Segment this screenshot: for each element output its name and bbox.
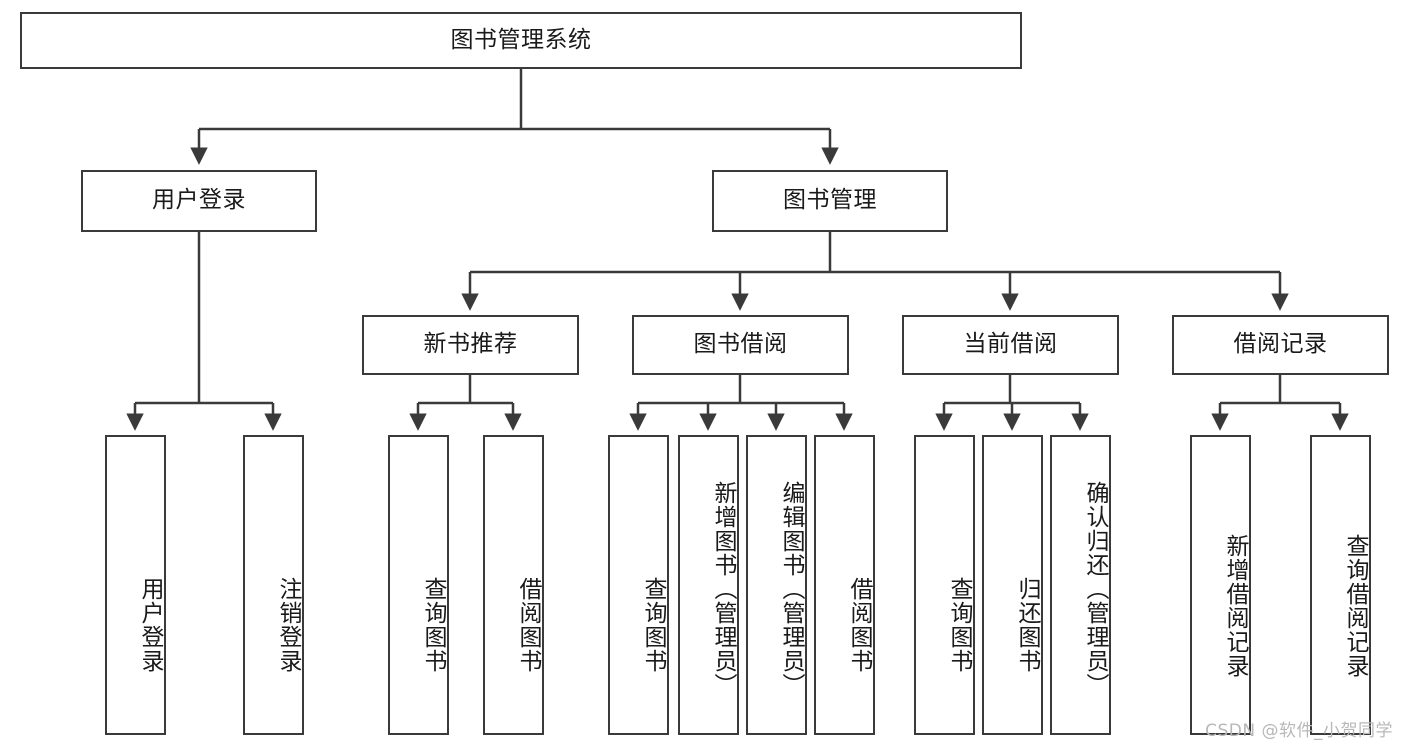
leaf-query-book-newbook[interactable]: 查询图书 <box>388 435 449 735</box>
leaf-query-book-newbook-label: 查询图书 <box>420 577 446 673</box>
leaf-add-borrow-record[interactable]: 新增借阅记录 <box>1190 435 1251 735</box>
leaf-query-book-borrow-label: 查询图书 <box>640 577 666 673</box>
leaf-query-book-borrow[interactable]: 查询图书 <box>608 435 669 735</box>
leaf-query-book-current[interactable]: 查询图书 <box>914 435 975 735</box>
leaf-return-book-label: 归还图书 <box>1014 577 1040 673</box>
node-user-login[interactable]: 用户登录 <box>81 170 317 232</box>
node-user-login-label: 用户登录 <box>152 187 246 214</box>
leaf-add-borrow-record-label: 新增借阅记录 <box>1222 534 1248 678</box>
leaf-borrow-book-newbook-label: 借阅图书 <box>515 577 541 673</box>
node-current-borrow-label: 当前借阅 <box>963 331 1058 358</box>
leaf-query-borrow-record-label: 查询借阅记录 <box>1342 534 1368 678</box>
leaf-borrow-book[interactable]: 借阅图书 <box>814 435 875 735</box>
leaf-confirm-return-admin-label: 确认归还（管理员） <box>1082 481 1108 697</box>
node-book-borrow-label: 图书借阅 <box>693 331 788 358</box>
node-book-management-label: 图书管理 <box>783 187 877 214</box>
node-borrow-records[interactable]: 借阅记录 <box>1172 315 1389 375</box>
node-borrow-records-label: 借阅记录 <box>1233 331 1328 358</box>
leaf-edit-book-admin-label: 编辑图书（管理员） <box>778 481 804 697</box>
leaf-add-book-admin[interactable]: 新增图书（管理员） <box>678 435 739 735</box>
leaf-logout-label: 注销登录 <box>275 577 301 673</box>
leaf-logout[interactable]: 注销登录 <box>243 435 304 735</box>
leaf-borrow-book-newbook[interactable]: 借阅图书 <box>483 435 544 735</box>
node-root-label: 图书管理系统 <box>450 26 592 53</box>
leaf-query-borrow-record[interactable]: 查询借阅记录 <box>1310 435 1371 735</box>
node-root[interactable]: 图书管理系统 <box>20 12 1022 69</box>
leaf-confirm-return-admin[interactable]: 确认归还（管理员） <box>1050 435 1111 735</box>
leaf-edit-book-admin[interactable]: 编辑图书（管理员） <box>746 435 807 735</box>
node-book-borrow[interactable]: 图书借阅 <box>632 315 849 375</box>
leaf-return-book[interactable]: 归还图书 <box>982 435 1043 735</box>
leaf-user-login[interactable]: 用户登录 <box>105 435 166 735</box>
node-new-book-recommend-label: 新书推荐 <box>423 331 518 358</box>
leaf-add-book-admin-label: 新增图书（管理员） <box>710 481 736 697</box>
leaf-query-book-current-label: 查询图书 <box>946 577 972 673</box>
node-new-book-recommend[interactable]: 新书推荐 <box>362 315 579 375</box>
node-book-management[interactable]: 图书管理 <box>712 170 948 232</box>
node-current-borrow[interactable]: 当前借阅 <box>902 315 1119 375</box>
leaf-user-login-label: 用户登录 <box>137 577 163 673</box>
leaf-borrow-book-label: 借阅图书 <box>846 577 872 673</box>
